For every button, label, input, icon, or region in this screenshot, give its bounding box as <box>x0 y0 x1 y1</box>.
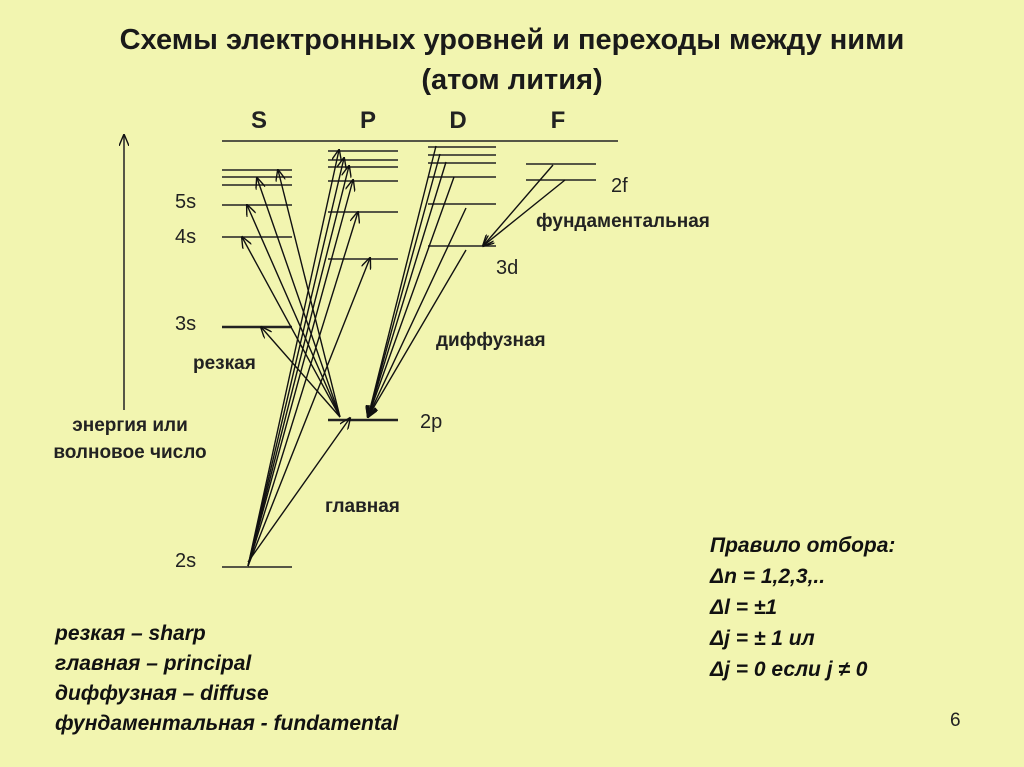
series-label-sharp: резкая <box>193 353 256 374</box>
transition-arrow-diffuse-14 <box>368 176 455 417</box>
series-legend: резкая – sharp главная – principal диффу… <box>55 619 398 739</box>
legend-item-principal: главная – principal <box>55 652 252 675</box>
slide-title: Схемы электронных уровней и переходы меж… <box>0 20 1024 100</box>
column-header-s: S <box>251 107 267 134</box>
legend-item-sharp: резкая – sharp <box>55 622 206 645</box>
transition-arrow-principal-1 <box>247 258 370 567</box>
series-label-fundamental: фундаментальная <box>536 211 710 232</box>
column-header-p: P <box>360 107 376 134</box>
page-number: 6 <box>950 710 961 731</box>
transition-arrow-principal-2 <box>247 212 358 567</box>
f-levels <box>526 163 596 181</box>
axis-label-line-1: энергия или <box>72 415 188 436</box>
axis-label-line-2: волновое число <box>53 442 207 463</box>
transition-arrow-diffuse-12 <box>368 249 467 417</box>
transition-arrows <box>242 145 566 567</box>
column-header-f: F <box>551 107 566 134</box>
rule-delta-l: Δl = ±1 <box>710 596 778 619</box>
transition-arrow-diffuse-13 <box>368 207 467 417</box>
title-line-1: Схемы электронных уровней и переходы меж… <box>119 24 905 56</box>
legend-item-fundamental: фундаментальная - fundamental <box>55 712 399 735</box>
transition-arrow-fundamental-18 <box>483 179 566 246</box>
label-2f: 2f <box>611 175 628 197</box>
transition-arrow-principal-4 <box>247 166 349 567</box>
label-3d: 3d <box>496 257 518 279</box>
column-header-d: D <box>449 107 466 134</box>
series-label-principal: главная <box>325 496 400 517</box>
transition-arrow-sharp-8 <box>242 237 341 418</box>
transition-arrow-principal-0 <box>247 418 350 563</box>
title-line-2: (атом лития) <box>421 64 603 96</box>
transition-arrow-sharp-10 <box>257 178 341 418</box>
label-2p: 2p <box>420 411 442 433</box>
rule-delta-n: Δn = 1,2,3,.. <box>710 565 826 588</box>
series-label-diffuse: диффузная <box>436 330 546 351</box>
transition-arrow-diffuse-16 <box>368 153 441 417</box>
transition-arrow-sharp-11 <box>278 170 341 418</box>
label-5s: 5s <box>175 191 196 213</box>
label-4s: 4s <box>175 226 196 248</box>
transition-arrow-diffuse-15 <box>368 161 447 417</box>
label-2s: 2s <box>175 550 196 572</box>
transition-arrow-sharp-9 <box>247 205 341 418</box>
energy-axis-label: энергия или волновое число <box>30 412 230 466</box>
rule-delta-j: Δj = ± 1 ил <box>710 627 815 650</box>
selection-rules-title: Правило отбора: <box>710 534 896 557</box>
p-levels <box>328 150 398 422</box>
rule-delta-j-zero: Δj = 0 если j ≠ 0 <box>710 658 868 681</box>
transition-arrow-principal-5 <box>247 158 344 567</box>
transition-arrow-principal-6 <box>247 150 339 567</box>
transition-arrow-fundamental-19 <box>483 164 554 246</box>
label-3s: 3s <box>175 313 196 335</box>
legend-item-diffuse: диффузная – diffuse <box>55 682 269 705</box>
transition-arrow-diffuse-17 <box>368 145 437 417</box>
transition-arrow-sharp-7 <box>261 327 341 418</box>
selection-rules: Правило отбора: Δn = 1,2,3,.. Δl = ±1 Δj… <box>710 530 895 685</box>
